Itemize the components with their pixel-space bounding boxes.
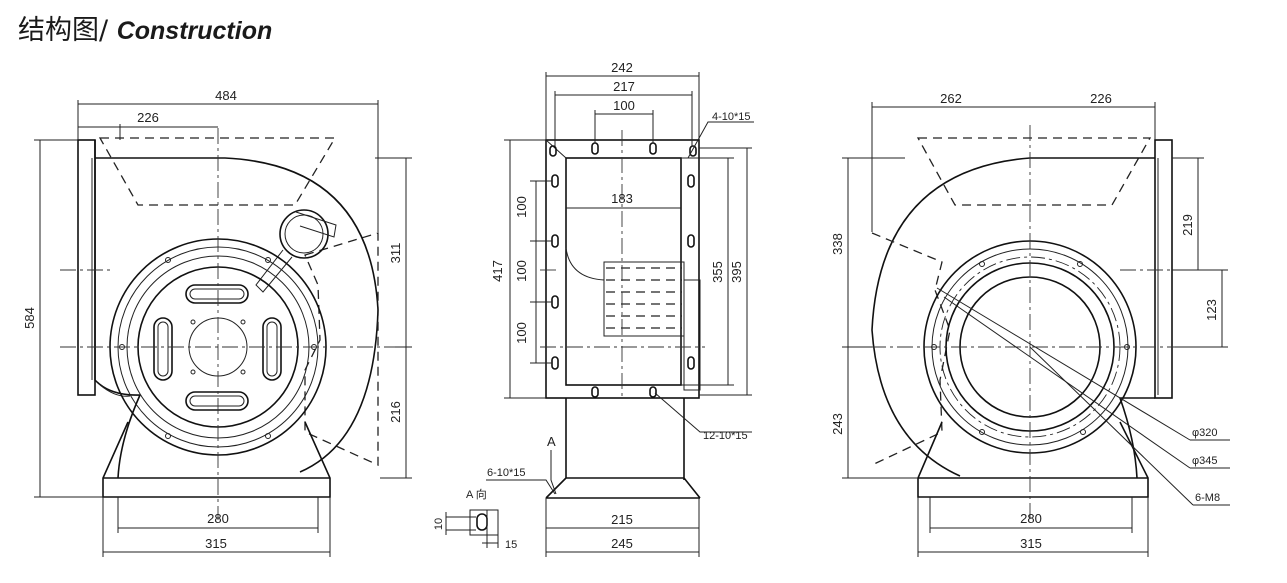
dim-243: 243: [830, 413, 845, 435]
dim-311: 311: [388, 243, 403, 264]
dim-584: 584: [22, 307, 37, 329]
dim-395: 395: [729, 261, 744, 283]
dim-100-c: 100: [514, 322, 529, 344]
middle-outlet-body: [565, 157, 682, 386]
dim-315-left: 315: [205, 536, 227, 551]
title-chinese: 结构图/: [18, 15, 109, 46]
page-title: 结构图/ Construction: [18, 8, 272, 47]
dim-242: 242: [611, 60, 633, 75]
dim-417: 417: [490, 260, 505, 282]
left-cable: [255, 211, 337, 293]
left-housing-inner: [91, 158, 131, 397]
left-volute-dashed: [304, 232, 379, 467]
dim-484: 484: [215, 88, 237, 103]
dim-10: 10: [433, 518, 445, 530]
left-housing-outline: [94, 140, 379, 479]
middle-flange: [545, 139, 700, 399]
dim-100-a: 100: [514, 196, 529, 218]
dim-315-right: 315: [1020, 536, 1042, 551]
dim-15: 15: [505, 539, 517, 551]
middle-view: 242 217 100 4-10*15 183 100 100 100 417 …: [433, 60, 754, 557]
label-6-m8: 6-M8: [1195, 492, 1220, 504]
dim-226-right: 226: [1090, 91, 1112, 106]
left-view: 484 226 311 216 584 280 315: [22, 88, 412, 557]
left-terminal-box: [279, 209, 329, 259]
middle-base: [545, 398, 701, 499]
dim-280-left: 280: [207, 511, 229, 526]
left-outlet-dashed: [98, 137, 337, 206]
middle-motor: [683, 279, 701, 391]
dim-100-b: 100: [514, 260, 529, 282]
dim-262: 262: [940, 91, 962, 106]
title-english: Construction: [116, 17, 273, 45]
right-flange: [1154, 139, 1173, 399]
dim-183: 183: [611, 191, 633, 206]
label-4-10x15: 4-10*15: [712, 111, 751, 123]
dim-216: 216: [388, 401, 403, 423]
left-slot-left: [153, 317, 173, 381]
right-view: 262 226 338 243 219 123 φ320 φ345 6-M8 2…: [830, 91, 1230, 557]
left-slot-right: [262, 317, 282, 381]
middle-impeller: [603, 261, 685, 337]
right-base: [917, 421, 1149, 498]
dim-100-top: 100: [613, 98, 635, 113]
label-d320: φ320: [1192, 427, 1218, 439]
left-base: [102, 421, 331, 498]
dim-245: 245: [611, 536, 633, 551]
dim-217: 217: [613, 79, 635, 94]
label-d345: φ345: [1192, 455, 1218, 467]
label-A-arrow: A: [547, 434, 556, 449]
label-6-10x15: 6-10*15: [487, 467, 526, 479]
dim-280-right: 280: [1020, 511, 1042, 526]
label-A-view: A 向: [466, 487, 487, 501]
dim-123: 123: [1204, 299, 1219, 321]
dim-219: 219: [1180, 214, 1195, 236]
right-volute-dashed: [871, 232, 951, 466]
left-slot-bottom: [185, 391, 249, 411]
dim-215: 215: [611, 512, 633, 527]
dim-355: 355: [710, 261, 725, 283]
right-outlet-dashed: [916, 137, 1152, 206]
dim-226-left: 226: [137, 110, 159, 125]
label-12-10x15: 12-10*15: [703, 430, 748, 442]
dim-338: 338: [830, 233, 845, 255]
left-slot-top: [185, 284, 249, 304]
